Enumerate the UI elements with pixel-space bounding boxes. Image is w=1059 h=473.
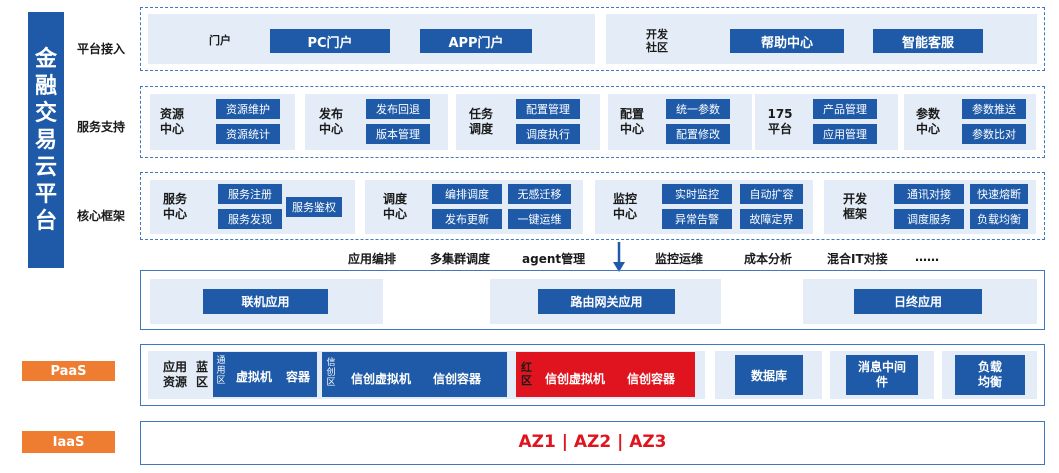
mq-button[interactable]: 消息中间件 [846, 355, 918, 395]
core-group-label: 监控中心 [612, 192, 637, 221]
community-label: 开发社区 [646, 28, 668, 54]
blue-zone-label: 蓝区 [195, 360, 208, 389]
feature-label: 成本分析 [744, 252, 793, 266]
red-zone-label: 红区 [521, 361, 532, 387]
support-item-button[interactable]: 资源维护 [216, 99, 280, 119]
feature-label: 应用编排 [348, 252, 397, 266]
support-item-button[interactable]: 版本管理 [366, 124, 430, 144]
paas-tag: PaaS [22, 361, 115, 381]
core-item-button[interactable]: 服务鉴权 [286, 196, 342, 217]
database-button[interactable]: 数据库 [735, 355, 803, 395]
support-item-button[interactable]: 产品管理 [813, 99, 877, 119]
app-eod-button[interactable]: 日终应用 [854, 289, 982, 314]
core-row [140, 172, 1045, 240]
support-item-button[interactable]: 发布回退 [366, 99, 430, 119]
support-item-button[interactable]: 调度执行 [516, 124, 580, 144]
support-group-label: 资源中心 [159, 107, 184, 136]
access-row [140, 7, 1045, 71]
xc-zone-label: 信创区 [326, 358, 336, 388]
support-item-button[interactable]: 资源统计 [216, 124, 280, 144]
feature-label: 多集群调度 [430, 252, 491, 266]
core-item-button[interactable]: 服务发现 [218, 209, 282, 229]
app-portal-button[interactable]: APP门户 [420, 29, 532, 53]
core-item-button[interactable]: 自动扩容 [740, 184, 803, 204]
support-item-button[interactable]: 参数推送 [962, 99, 1026, 119]
support-item-button[interactable]: 参数比对 [962, 124, 1026, 144]
support-item-button[interactable]: 应用管理 [813, 124, 877, 144]
core-item-button[interactable]: 调度服务 [894, 209, 964, 229]
az-label: AZ1 | AZ2 | AZ3 [518, 432, 667, 452]
row-label-access: 平台接入 [77, 42, 126, 56]
red-vm-label: 信创虚拟机 [545, 372, 606, 386]
apps-row [140, 270, 1045, 330]
support-item-button[interactable]: 统一参数 [666, 99, 730, 119]
core-item-button[interactable]: 一键运维 [508, 209, 571, 229]
general-zone-label: 通用区 [216, 356, 226, 386]
core-item-button[interactable]: 发布更新 [432, 209, 502, 229]
smart-service-button[interactable]: 智能客服 [873, 29, 983, 53]
core-group-label: 调度中心 [382, 192, 407, 221]
core-group-label: 开发框架 [842, 192, 867, 221]
iaas-row [140, 421, 1045, 465]
support-group-label: 任务调度 [468, 107, 493, 136]
feature-label: …… [915, 250, 939, 264]
core-item-button[interactable]: 通讯对接 [894, 184, 964, 204]
core-item-button[interactable]: 实时监控 [662, 184, 732, 204]
red-container-label: 信创容器 [627, 372, 676, 386]
xc-zone-box [322, 352, 507, 397]
row-label-support: 服务支持 [77, 120, 126, 134]
general-zone-box [213, 352, 317, 397]
core-item-button[interactable]: 服务注册 [218, 184, 282, 204]
core-item-button[interactable]: 故障定界 [740, 209, 803, 229]
xc-container-label: 信创容器 [433, 372, 482, 386]
lb-label: 负载均衡 [977, 360, 1002, 389]
row-label-core: 核心框架 [77, 209, 126, 223]
core-group-label: 服务中心 [162, 192, 187, 221]
mq-label: 消息中间件 [858, 360, 907, 389]
platform-title: 金融交易云平台 [28, 12, 64, 268]
support-group-label: 参数中心 [915, 107, 940, 136]
app-online-button[interactable]: 联机应用 [203, 289, 328, 314]
down-arrow-icon [613, 242, 625, 272]
paas-row [140, 344, 1045, 406]
xc-vm-label: 信创虚拟机 [351, 372, 412, 386]
support-group-label: 发布中心 [318, 107, 343, 136]
red-zone-box [516, 352, 695, 397]
core-item-button[interactable]: 负载均衡 [970, 209, 1028, 229]
core-item-button[interactable]: 快速熔断 [970, 184, 1028, 204]
app-gateway-button[interactable]: 路由网关应用 [538, 289, 675, 314]
resource-label: 应用资源 [162, 360, 187, 389]
feature-label: 监控运维 [655, 252, 704, 266]
feature-label: agent管理 [522, 252, 586, 266]
platform-title-text: 金融交易云平台 [34, 46, 57, 234]
support-group-label: 175平台 [767, 107, 793, 136]
support-item-button[interactable]: 配置修改 [666, 124, 730, 144]
feature-label: 混合IT对接 [827, 252, 888, 266]
lb-button[interactable]: 负载均衡 [955, 355, 1025, 395]
core-item-button[interactable]: 无感迁移 [508, 184, 571, 204]
container-label: 容器 [286, 370, 311, 384]
core-item-button[interactable]: 编排调度 [432, 184, 502, 204]
support-row [140, 86, 1045, 158]
portal-label: 门户 [209, 33, 231, 47]
iaas-tag: IaaS [22, 431, 115, 453]
core-item-button[interactable]: 异常告警 [662, 209, 732, 229]
support-item-button[interactable]: 配置管理 [516, 99, 580, 119]
vm-label: 虚拟机 [236, 370, 273, 384]
support-group-label: 配置中心 [619, 107, 644, 136]
help-center-button[interactable]: 帮助中心 [730, 29, 844, 53]
pc-portal-button[interactable]: PC门户 [270, 29, 390, 53]
